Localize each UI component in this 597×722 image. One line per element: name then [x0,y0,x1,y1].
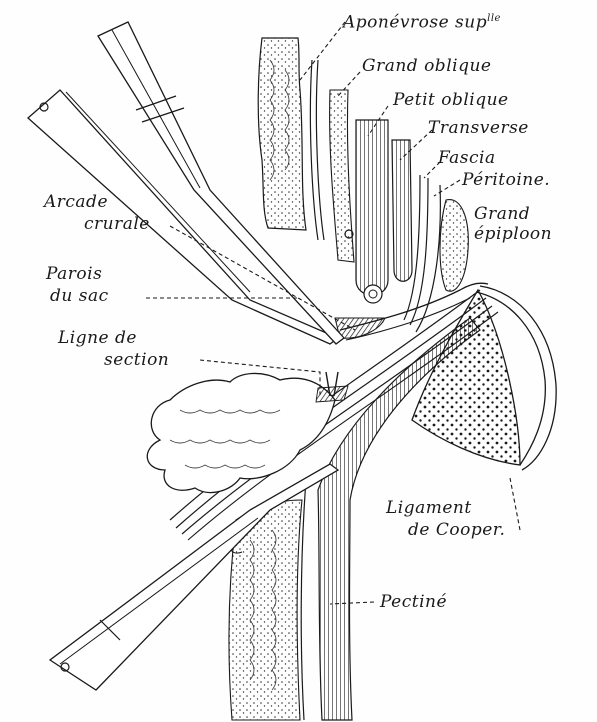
transverse-muscle [392,140,412,281]
label-peritoine: Péritoine. [462,172,550,189]
petit-oblique-muscle [356,120,388,303]
aponevrose-layer [310,60,324,240]
label-parois-line2: du sac [50,288,109,305]
label-petit-oblique: Petit oblique [393,92,509,109]
label-ligament-line2: de Cooper. [408,522,505,539]
label-grand-epiploon-line2: épiploon [474,226,552,243]
label-arcade-line2: crurale [84,216,150,233]
grand-oblique-muscle [330,90,354,262]
label-grand-oblique: Grand oblique [362,58,491,75]
label-aponevrose: Aponévrose suplle [343,14,501,32]
label-grand-epiploon-line1: Grand [474,206,530,223]
label-transverse: Transverse [428,120,529,137]
label-ligne-line2: section [104,352,169,369]
label-ligament-line1: Ligament [386,500,472,517]
grand-epiploon [440,200,468,292]
label-ligne-line1: Ligne de [58,330,137,347]
label-parois-line1: Parois [46,266,102,283]
label-pectine: Pectiné [380,594,447,611]
label-fascia: Fascia [438,150,496,167]
fat-layer-upper [258,38,306,230]
label-arcade-line1: Arcade [44,194,108,211]
